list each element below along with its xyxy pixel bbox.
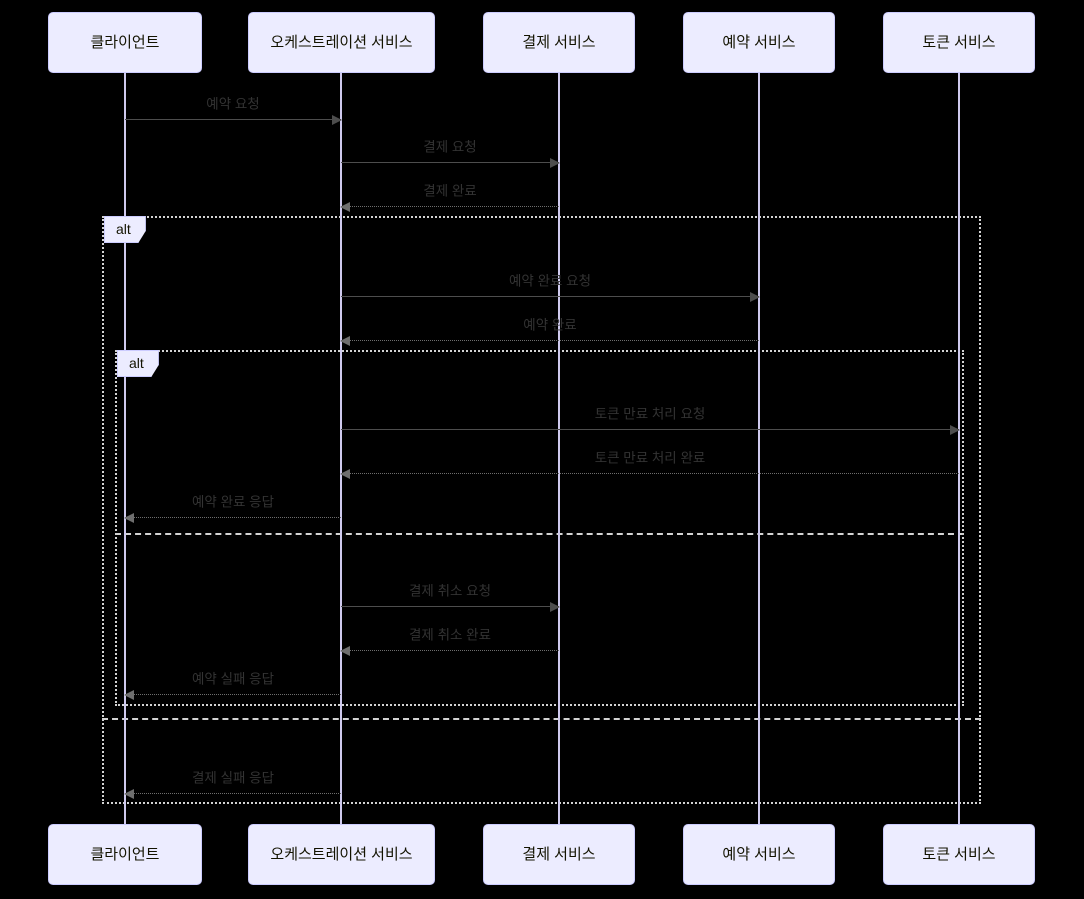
message-label-m1: 예약 요청 — [206, 96, 260, 112]
lifeline-client — [124, 73, 126, 824]
message-arrow-m6 — [341, 425, 960, 435]
message-label-m10: 결제 취소 완료 — [408, 627, 492, 643]
alt-else-divider-outer-alt-0 — [102, 718, 981, 720]
participant-header-token[interactable]: 토큰 서비스 — [883, 12, 1035, 73]
arrowhead-left-icon — [340, 336, 350, 346]
alt-fragment-label-inner-alt: alt — [117, 350, 159, 377]
arrowhead-left-icon — [340, 469, 350, 479]
message-arrow-m12 — [124, 789, 341, 799]
message-label-m11: 예약 실패 응답 — [191, 671, 275, 687]
message-arrow-m4 — [341, 292, 760, 302]
arrowhead-left-icon — [340, 646, 350, 656]
message-label-m4: 예약 완료 요청 — [508, 273, 592, 289]
lifeline-orchestration — [340, 73, 342, 824]
lifeline-reservation — [758, 73, 760, 824]
message-label-m5: 예약 완료 — [523, 317, 577, 333]
alt-fragment-inner-alt — [115, 350, 964, 706]
participant-footer-orchestration[interactable]: 오케스트레이션 서비스 — [248, 824, 435, 885]
arrowhead-left-icon — [124, 789, 134, 799]
arrowhead-right-icon — [550, 158, 560, 168]
alt-fragment-label-outer-alt: alt — [104, 216, 146, 243]
message-arrow-m10 — [340, 646, 559, 656]
message-label-m7: 토큰 만료 처리 완료 — [594, 450, 706, 466]
arrowhead-right-icon — [950, 425, 960, 435]
message-arrow-m1 — [125, 115, 342, 125]
participant-header-reservation[interactable]: 예약 서비스 — [683, 12, 835, 73]
participant-footer-token[interactable]: 토큰 서비스 — [883, 824, 1035, 885]
arrowhead-right-icon — [750, 292, 760, 302]
participant-footer-client[interactable]: 클라이언트 — [48, 824, 202, 885]
alt-fragment-outer-alt — [102, 216, 981, 804]
message-label-m6: 토큰 만료 처리 요청 — [594, 406, 706, 422]
arrowhead-left-icon — [340, 202, 350, 212]
message-label-m12: 결제 실패 응답 — [191, 770, 275, 786]
message-arrow-m7 — [340, 469, 959, 479]
arrowhead-left-icon — [124, 513, 134, 523]
participant-header-client[interactable]: 클라이언트 — [48, 12, 202, 73]
participant-header-payment[interactable]: 결제 서비스 — [483, 12, 635, 73]
message-arrow-m9 — [341, 602, 560, 612]
message-arrow-m11 — [124, 690, 341, 700]
alt-else-divider-inner-alt-0 — [115, 533, 964, 535]
message-arrow-m8 — [124, 513, 341, 523]
lifeline-payment — [558, 73, 560, 824]
lifeline-token — [958, 73, 960, 824]
participant-footer-reservation[interactable]: 예약 서비스 — [683, 824, 835, 885]
message-label-m3: 결제 완료 — [423, 183, 477, 199]
arrowhead-right-icon — [332, 115, 342, 125]
arrowhead-right-icon — [550, 602, 560, 612]
message-arrow-m3 — [340, 202, 559, 212]
message-label-m9: 결제 취소 요청 — [408, 583, 492, 599]
message-arrow-m2 — [341, 158, 560, 168]
arrowhead-left-icon — [124, 690, 134, 700]
message-label-m8: 예약 완료 응답 — [191, 494, 275, 510]
participant-footer-payment[interactable]: 결제 서비스 — [483, 824, 635, 885]
message-arrow-m5 — [340, 336, 759, 346]
participant-header-orchestration[interactable]: 오케스트레이션 서비스 — [248, 12, 435, 73]
message-label-m2: 결제 요청 — [423, 139, 477, 155]
